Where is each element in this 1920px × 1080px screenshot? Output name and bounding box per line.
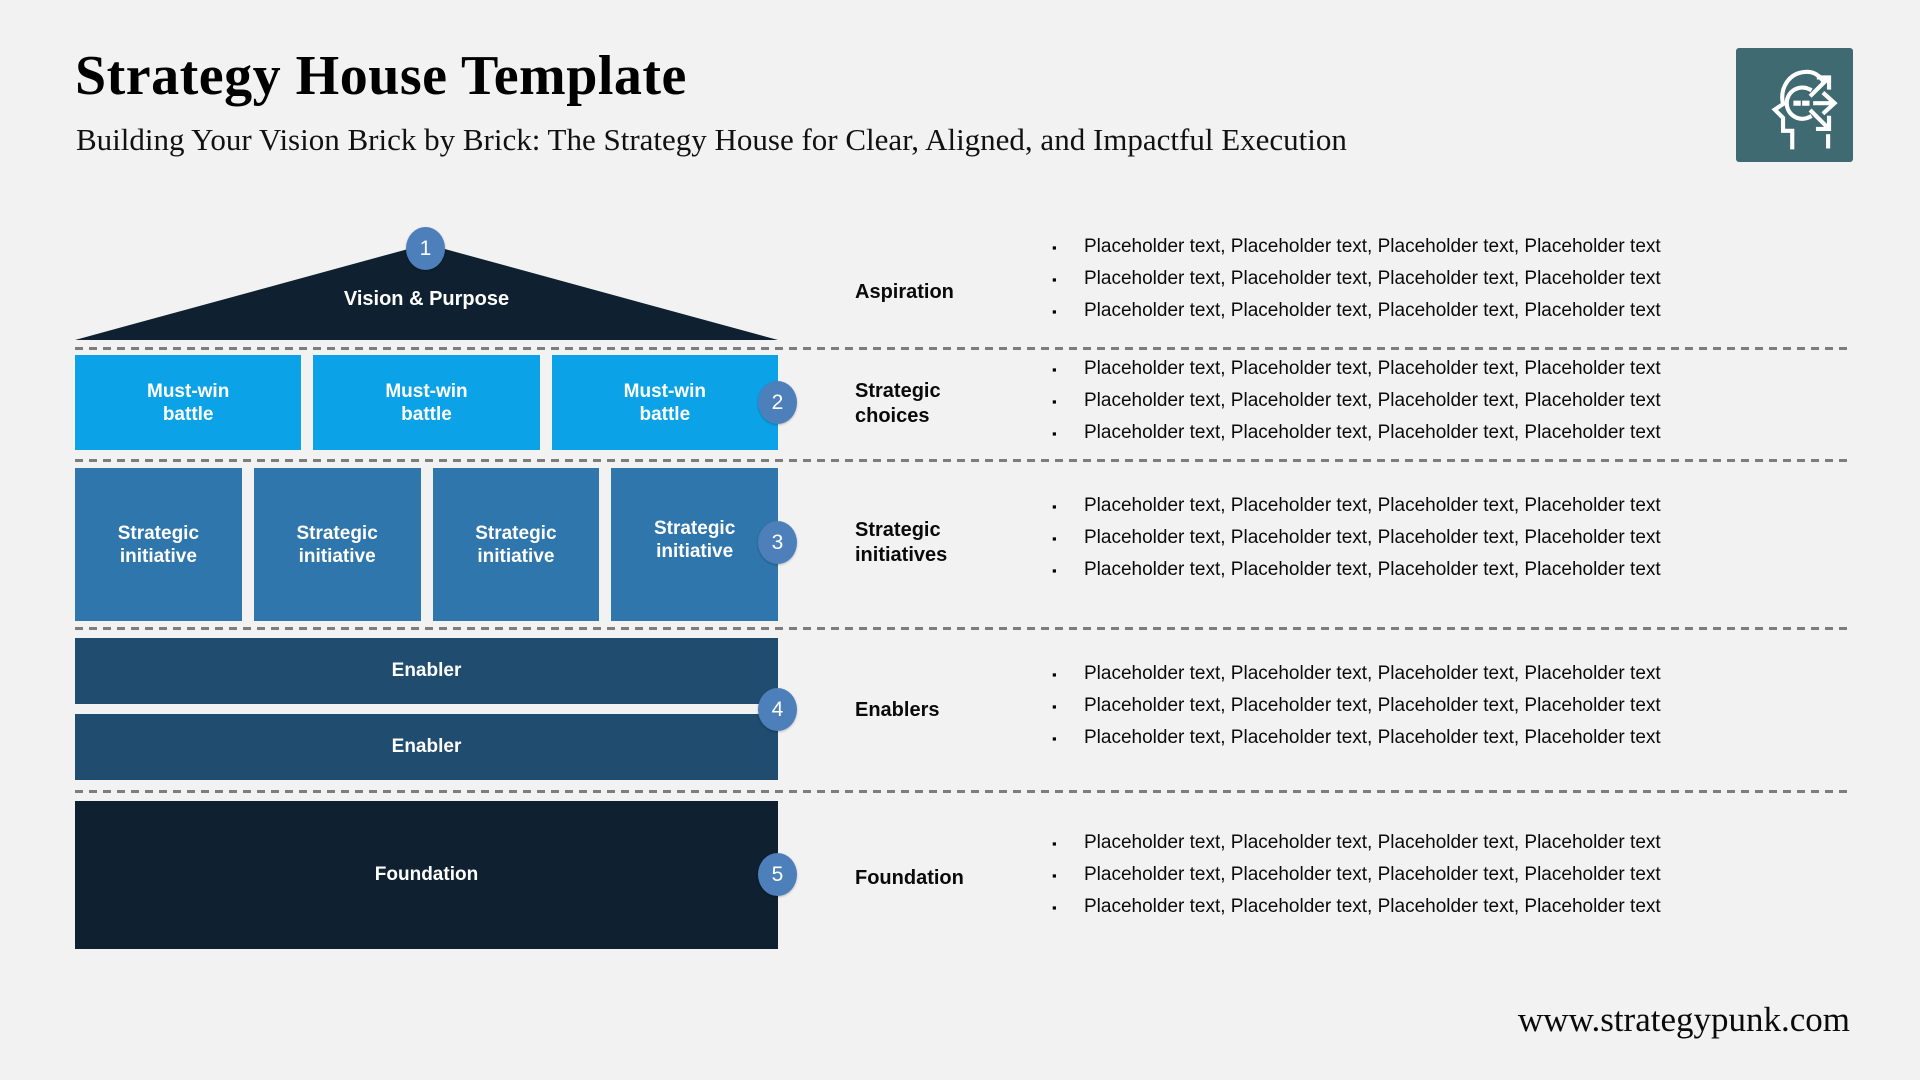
- foundation-bar: Foundation: [75, 801, 778, 949]
- initiative-box: Strategic initiative: [432, 468, 600, 621]
- dashed-divider-3: [75, 627, 1853, 630]
- bullet-item: ▪ Placeholder text, Placeholder text, Pla…: [1052, 695, 1772, 727]
- bullet-text: Placeholder text, Placeholder text, Plac…: [1084, 422, 1661, 443]
- roof-label: Vision & Purpose: [343, 288, 510, 310]
- bullet-item: ▪ Placeholder text, Placeholder text, Pla…: [1052, 663, 1772, 695]
- bullet-square-icon: ▪: [1052, 868, 1057, 883]
- bullet-square-icon: ▪: [1052, 531, 1057, 546]
- initiative-box: Strategic initiative: [253, 468, 421, 621]
- bullet-text: Placeholder text, Placeholder text, Plac…: [1084, 300, 1661, 321]
- bullet-square-icon: ▪: [1052, 240, 1057, 255]
- bullet-text: Placeholder text, Placeholder text, Plac…: [1084, 559, 1661, 580]
- bullet-square-icon: ▪: [1052, 304, 1057, 319]
- bullet-square-icon: ▪: [1052, 426, 1057, 441]
- bullet-square-icon: ▪: [1052, 394, 1057, 409]
- bullet-item: ▪ Placeholder text, Placeholder text, Pla…: [1052, 422, 1772, 454]
- bullet-item: ▪ Placeholder text, Placeholder text, Pla…: [1052, 268, 1772, 300]
- bullet-square-icon: ▪: [1052, 362, 1057, 377]
- bullet-item: ▪ Placeholder text, Placeholder text, Pla…: [1052, 559, 1772, 591]
- bullet-item: ▪ Placeholder text, Placeholder text, Pla…: [1052, 896, 1772, 928]
- bullet-text: Placeholder text, Placeholder text, Plac…: [1084, 390, 1661, 411]
- bullet-item: ▪ Placeholder text, Placeholder text, Pla…: [1052, 495, 1772, 527]
- must-win-box: Must-win battle: [551, 355, 778, 450]
- bullet-square-icon: ▪: [1052, 900, 1057, 915]
- bullet-square-icon: ▪: [1052, 563, 1057, 578]
- bullet-list-aspiration: ▪ Placeholder text, Placeholder text, Pla…: [1052, 236, 1772, 332]
- initiatives-row: Strategic initiative Strategic initiativ…: [75, 468, 778, 621]
- bullet-item: ▪ Placeholder text, Placeholder text, Pla…: [1052, 527, 1772, 559]
- dashed-divider-4: [75, 790, 1853, 793]
- bullet-item: ▪ Placeholder text, Placeholder text, Pla…: [1052, 390, 1772, 422]
- bullet-text: Placeholder text, Placeholder text, Plac…: [1084, 896, 1661, 917]
- bullet-item: ▪ Placeholder text, Placeholder text, Pla…: [1052, 864, 1772, 896]
- step-badge-1: 1: [406, 227, 445, 270]
- enabler-bar: Enabler: [75, 638, 778, 704]
- bullet-square-icon: ▪: [1052, 699, 1057, 714]
- initiative-box: Strategic initiative: [611, 468, 778, 621]
- bullet-text: Placeholder text, Placeholder text, Plac…: [1084, 268, 1661, 289]
- step-badge-2: 2: [758, 381, 797, 424]
- initiative-box: Strategic initiative: [75, 468, 242, 621]
- must-win-box: Must-win battle: [75, 355, 302, 450]
- bullet-item: ▪ Placeholder text, Placeholder text, Pla…: [1052, 832, 1772, 864]
- bullet-item: ▪ Placeholder text, Placeholder text, Pla…: [1052, 358, 1772, 390]
- step-badge-3: 3: [758, 521, 797, 564]
- step-badge-4: 4: [758, 688, 797, 731]
- bullet-text: Placeholder text, Placeholder text, Plac…: [1084, 727, 1661, 748]
- bullet-text: Placeholder text, Placeholder text, Plac…: [1084, 527, 1661, 548]
- bullet-text: Placeholder text, Placeholder text, Plac…: [1084, 832, 1661, 853]
- enabler-bar: Enabler: [75, 714, 778, 780]
- section-label-aspiration: Aspiration: [855, 281, 954, 303]
- bullet-item: ▪ Placeholder text, Placeholder text, Pla…: [1052, 236, 1772, 268]
- bullet-text: Placeholder text, Placeholder text, Plac…: [1084, 358, 1661, 379]
- bullet-list-strategic-choices: ▪ Placeholder text, Placeholder text, Pla…: [1052, 358, 1772, 454]
- section-label-strategic-initiatives: Strategic initiatives: [855, 519, 948, 566]
- must-win-row: Must-win battle Must-win battle Must-win…: [75, 355, 778, 450]
- bullet-square-icon: ▪: [1052, 499, 1057, 514]
- dashed-divider-2: [75, 459, 1853, 462]
- page-subtitle: Building Your Vision Brick by Brick: The…: [76, 122, 1347, 157]
- brand-logo: [1736, 48, 1853, 162]
- bullet-text: Placeholder text, Placeholder text, Plac…: [1084, 495, 1661, 516]
- page-title: Strategy House Template: [75, 45, 687, 107]
- bullet-item: ▪ Placeholder text, Placeholder text, Pla…: [1052, 727, 1772, 759]
- dashed-divider-1: [75, 347, 1853, 350]
- bullet-text: Placeholder text, Placeholder text, Plac…: [1084, 864, 1661, 885]
- bullet-list-enablers: ▪ Placeholder text, Placeholder text, Pla…: [1052, 663, 1772, 759]
- bullet-list-strategic-initiatives: ▪ Placeholder text, Placeholder text, Pla…: [1052, 495, 1772, 591]
- bullet-square-icon: ▪: [1052, 667, 1057, 682]
- bullet-text: Placeholder text, Placeholder text, Plac…: [1084, 663, 1661, 684]
- section-label-enablers: Enablers: [855, 699, 940, 721]
- bullet-square-icon: ▪: [1052, 731, 1057, 746]
- bullet-item: ▪ Placeholder text, Placeholder text, Pla…: [1052, 300, 1772, 332]
- section-label-strategic-choices: Strategic choices: [855, 380, 941, 427]
- section-label-foundation: Foundation: [855, 867, 964, 889]
- bullet-text: Placeholder text, Placeholder text, Plac…: [1084, 695, 1661, 716]
- bullet-list-foundation: ▪ Placeholder text, Placeholder text, Pla…: [1052, 832, 1772, 928]
- must-win-box: Must-win battle: [313, 355, 540, 450]
- bullet-square-icon: ▪: [1052, 836, 1057, 851]
- site-url: www.strategypunk.com: [1517, 1000, 1850, 1039]
- step-badge-5: 5: [758, 853, 797, 896]
- bullet-text: Placeholder text, Placeholder text, Plac…: [1084, 236, 1661, 257]
- bullet-square-icon: ▪: [1052, 272, 1057, 287]
- strategy-head-icon: [1771, 69, 1838, 150]
